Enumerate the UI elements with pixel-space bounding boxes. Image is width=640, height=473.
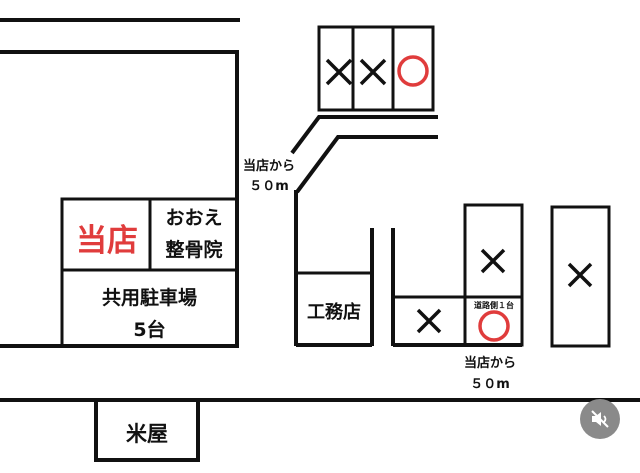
x-mark bbox=[359, 58, 387, 86]
x-marks bbox=[325, 58, 593, 334]
available-mark bbox=[397, 55, 429, 87]
construction-shop-label: 工務店 bbox=[307, 302, 361, 323]
neighbor-label-2: 整骨院 bbox=[165, 239, 223, 261]
shared-parking-box bbox=[60, 197, 237, 346]
speaker-muted-icon bbox=[591, 410, 609, 428]
right-parking-box bbox=[550, 205, 611, 348]
rice-shop-label: 米屋 bbox=[126, 422, 168, 446]
tall-parking-box bbox=[463, 203, 524, 347]
shared-parking-label: 共用駐車場 bbox=[101, 287, 197, 309]
road-line-1 bbox=[290, 115, 438, 155]
x-mark bbox=[416, 308, 442, 334]
mute-button[interactable] bbox=[580, 399, 620, 439]
distance-lower-2: ５０m bbox=[470, 377, 510, 392]
distance-upper-2: ５０m bbox=[249, 179, 289, 194]
distance-upper-1: 当店から bbox=[242, 159, 295, 174]
available-mark bbox=[478, 310, 510, 342]
rice-shop-box bbox=[94, 402, 200, 462]
our-shop-label: 当店 bbox=[76, 223, 138, 259]
x-mark bbox=[325, 58, 353, 86]
x-mark bbox=[480, 248, 506, 274]
top-parking-lot bbox=[317, 25, 435, 112]
shared-parking-count: 5台 bbox=[133, 319, 166, 341]
neighbor-label-1: おおえ bbox=[165, 207, 223, 229]
x-mark bbox=[567, 262, 593, 288]
road-line-2 bbox=[295, 135, 438, 194]
road-side-note: 道路側１台 bbox=[474, 301, 514, 310]
distance-lower-1: 当店から bbox=[463, 356, 516, 371]
